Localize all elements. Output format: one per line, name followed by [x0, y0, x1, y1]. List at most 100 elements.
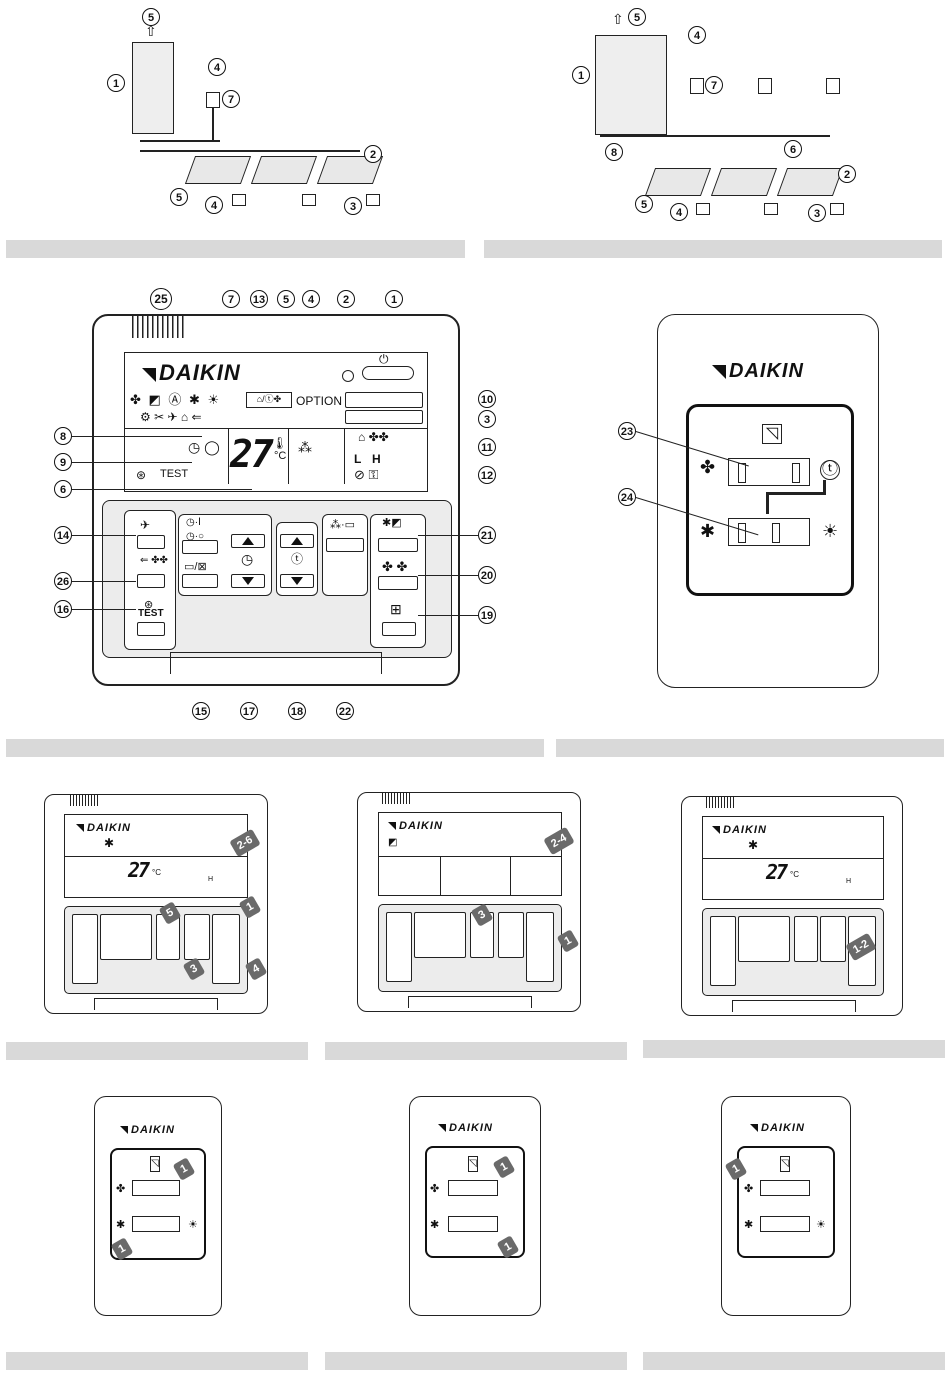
daikin-logo: DAIKIN — [438, 1122, 493, 1134]
timer-enable-icon: ▭/⊠ — [184, 561, 207, 573]
callout-4b: 4 — [670, 203, 688, 221]
daikin-logo: DAIKIN — [388, 820, 443, 832]
snowflake-icon: ✱ — [104, 836, 115, 850]
outdoor-unit — [595, 35, 667, 135]
selector-frame — [686, 404, 854, 596]
ventilation-mode-button[interactable] — [137, 535, 165, 549]
indoor-unit — [710, 168, 778, 196]
callout-17: 17 — [240, 702, 258, 720]
section-bar — [556, 739, 944, 757]
louver-icon: ◹ — [150, 1156, 160, 1172]
callout-7: 7 — [222, 90, 240, 108]
mini-selector — [721, 1096, 851, 1316]
callout-3: 3 — [344, 197, 362, 215]
callout-25: 25 — [150, 288, 172, 310]
operation-mode-icon: ⁂·▭ — [330, 519, 356, 531]
louver-icon: ◩ — [388, 837, 398, 848]
daikin-logo: DAIKIN — [712, 360, 804, 383]
swing-display-box — [345, 410, 423, 424]
indoor-unit — [184, 156, 252, 184]
louver-display-box — [345, 392, 423, 408]
test-button[interactable] — [137, 622, 165, 636]
daikin-logo: DAIKIN — [142, 360, 241, 386]
led-indicator — [342, 370, 354, 382]
daikin-logo: DAIKIN — [750, 1122, 805, 1134]
option-label: OPTION — [296, 394, 343, 408]
callout-7: 7 — [222, 290, 240, 308]
airflow-icon: ⁂ — [298, 439, 312, 455]
indoor-unit — [776, 168, 844, 196]
callout-4: 4 — [208, 58, 226, 76]
filter-clean-icon: ⊘ ⚿ — [354, 467, 379, 482]
callout-16: 16 — [54, 600, 72, 618]
remote-box — [758, 78, 772, 94]
sun-icon: ☀ — [816, 1219, 826, 1231]
callout-7: 7 — [705, 76, 723, 94]
inspection-icon: ⊛ — [144, 599, 154, 611]
callout-13: 13 — [250, 290, 268, 308]
section-bar — [325, 1352, 627, 1370]
filter-reset-button[interactable] — [382, 622, 416, 636]
fan-icon: ✤ — [430, 1183, 440, 1195]
temp-readout: 27 — [766, 860, 788, 884]
fan-speed-button[interactable] — [378, 576, 418, 590]
louver-icon: ◹ — [762, 424, 782, 444]
test-display-label: TEST — [160, 468, 189, 480]
remote-box — [302, 194, 316, 206]
up-arrow-icon — [242, 537, 254, 545]
temp-readout: 27 — [128, 858, 150, 882]
callout-5b: 5 — [635, 195, 653, 213]
power-button[interactable] — [362, 366, 414, 380]
callout-6: 6 — [784, 140, 802, 158]
callout-21: 21 — [478, 526, 496, 544]
snowflake-icon: ✱ — [116, 1219, 126, 1231]
fan-icon: ✤ — [744, 1183, 754, 1195]
remote-box — [830, 203, 844, 215]
callout-5: 5 — [142, 8, 160, 26]
callout-6: 6 — [54, 480, 72, 498]
callout-2: 2 — [838, 165, 856, 183]
callout-2: 2 — [337, 290, 355, 308]
callout-12: 12 — [478, 466, 496, 484]
fan-high-label: H — [372, 452, 381, 466]
callout-24: 24 — [618, 488, 636, 506]
callout-1: 1 — [107, 74, 125, 92]
callout-22: 22 — [336, 702, 354, 720]
fan-high-label: H — [846, 878, 852, 885]
inspection-icon: ⊛ — [136, 468, 147, 482]
remote-box — [690, 78, 704, 94]
callout-3: 3 — [478, 410, 496, 428]
fan-speed-icon: ⌂ ✤✤ — [358, 430, 389, 444]
remote-bottom-tab — [170, 652, 382, 674]
daikin-logo: DAIKIN — [120, 1124, 175, 1136]
callout-18: 18 — [288, 702, 306, 720]
thermometer-icon: ⓣ — [291, 552, 304, 566]
cool-heat-switch[interactable] — [728, 518, 810, 546]
air-direction-button[interactable] — [378, 538, 418, 552]
callout-26: 26 — [54, 572, 72, 590]
section-bar — [6, 739, 544, 757]
filter-icon: ⊞ — [390, 601, 402, 617]
timer-on-off-icon: ◷·Ⅰ◷·○ — [186, 517, 205, 542]
callout-8: 8 — [605, 143, 623, 161]
timer-mode-button[interactable] — [182, 540, 218, 554]
callout-2: 2 — [364, 145, 382, 163]
snowflake-icon: ✱ — [700, 521, 716, 541]
operation-mode-button[interactable] — [326, 538, 364, 552]
thermometer-icon: ⓣ — [820, 460, 840, 480]
temp-unit: °C — [274, 450, 287, 462]
mode-icons: ✤ ◩ Ⓐ ✱ ☀ — [130, 392, 222, 407]
fan-high-label: H — [208, 876, 214, 883]
section-bar — [6, 1352, 308, 1370]
callout-19: 19 — [478, 606, 496, 624]
down-arrow-icon — [242, 577, 254, 585]
remote-box — [366, 194, 380, 206]
callout-8: 8 — [54, 427, 72, 445]
callout-4: 4 — [688, 26, 706, 44]
sun-icon: ☀ — [822, 521, 839, 541]
callout-10: 10 — [478, 390, 496, 408]
temp-unit: °C — [790, 870, 799, 879]
ventilation-amount-button[interactable] — [137, 574, 165, 588]
fan-icon: ✤ — [700, 457, 716, 477]
timer-enable-button[interactable] — [182, 574, 218, 588]
